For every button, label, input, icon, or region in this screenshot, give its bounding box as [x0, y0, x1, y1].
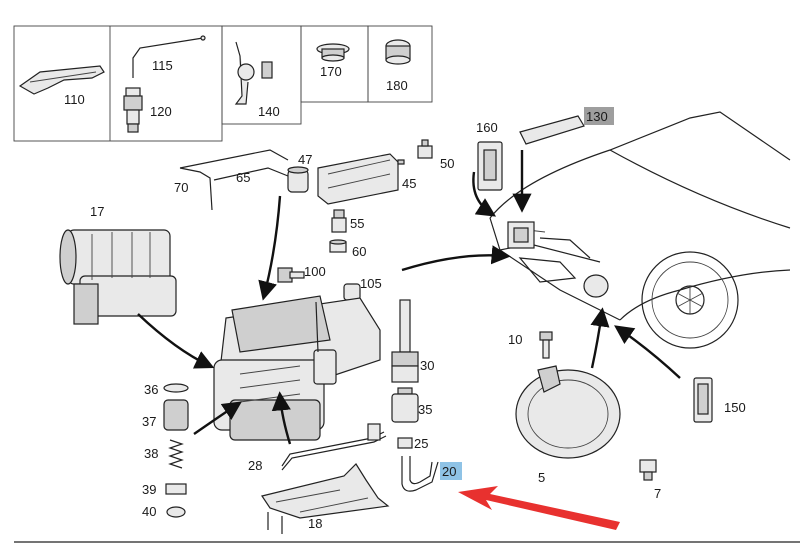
label-45[interactable]: 45	[402, 176, 416, 191]
part-140-clip[interactable]	[234, 41, 273, 105]
label-40[interactable]: 40	[142, 504, 156, 519]
label-28[interactable]: 28	[248, 458, 262, 473]
label-30[interactable]: 30	[420, 358, 434, 373]
part-40-nut[interactable]	[166, 506, 186, 518]
highlight-20	[440, 462, 462, 480]
part-37-bushing[interactable]	[163, 399, 189, 431]
label-120[interactable]: 120	[150, 104, 172, 119]
label-110[interactable]: 110	[64, 92, 85, 107]
label-160[interactable]: 160	[476, 120, 498, 135]
part-35-filter[interactable]	[391, 387, 419, 423]
label-47[interactable]: 47	[298, 152, 312, 167]
label-10[interactable]: 10	[508, 332, 522, 347]
label-100[interactable]: 100	[304, 264, 326, 279]
label-38[interactable]: 38	[144, 446, 158, 461]
part-55-valve[interactable]	[331, 209, 347, 233]
part-180-bush[interactable]	[385, 39, 411, 65]
part-60-mount[interactable]	[329, 239, 347, 253]
label-37[interactable]: 37	[142, 414, 156, 429]
part-7-valve[interactable]	[639, 459, 657, 481]
car-front-outline	[489, 111, 791, 349]
part-10-bolt[interactable]	[539, 331, 553, 359]
label-39[interactable]: 39	[142, 482, 156, 497]
part-20-hose[interactable]	[401, 456, 439, 492]
label-180[interactable]: 180	[386, 78, 408, 93]
part-110-bracket[interactable]	[18, 65, 105, 95]
label-140[interactable]: 140	[258, 104, 280, 119]
label-20[interactable]: 20	[442, 464, 456, 479]
part-5-air-tank[interactable]	[515, 365, 621, 459]
part-25-clamp[interactable]	[397, 437, 413, 449]
part-30-damper[interactable]	[391, 299, 419, 383]
highlight-130	[584, 107, 614, 125]
part-105-nut[interactable]	[343, 283, 361, 301]
part-36-washer[interactable]	[163, 383, 189, 393]
leader-arrows	[137, 150, 681, 445]
label-115[interactable]: 115	[152, 58, 173, 73]
part-150-sensor[interactable]	[693, 377, 713, 423]
label-17[interactable]: 17	[90, 204, 104, 219]
part-115-rod[interactable]	[132, 35, 206, 78]
part-level-sensor[interactable]	[507, 221, 535, 249]
part-130-sleeve[interactable]	[519, 115, 585, 145]
part-120-valve[interactable]	[123, 87, 143, 133]
part-170-grommet[interactable]	[316, 43, 350, 62]
part-160-relay[interactable]	[477, 141, 503, 191]
label-18[interactable]: 18	[308, 516, 322, 531]
part-100-bolt[interactable]	[277, 267, 305, 283]
label-65[interactable]: 65	[236, 170, 250, 185]
label-60[interactable]: 60	[352, 244, 366, 259]
label-35[interactable]: 35	[418, 402, 432, 417]
part-47-cap[interactable]	[287, 166, 309, 193]
red-pointer-arrow	[458, 486, 620, 530]
label-170[interactable]: 170	[320, 64, 342, 79]
label-150[interactable]: 150	[724, 400, 746, 415]
part-50-sensor[interactable]	[417, 139, 433, 159]
part-17-compressor[interactable]	[59, 229, 177, 325]
label-130[interactable]: 130	[586, 109, 608, 124]
label-105[interactable]: 105	[360, 276, 382, 291]
label-25[interactable]: 25	[414, 436, 428, 451]
part-labels: 110 115 120 140 170 180 160 130 47 70 65…	[64, 58, 746, 531]
label-50[interactable]: 50	[440, 156, 454, 171]
label-5[interactable]: 5	[538, 470, 545, 485]
label-55[interactable]: 55	[350, 216, 364, 231]
part-70-pipe[interactable]	[179, 149, 289, 211]
compressor-assembly[interactable]	[213, 295, 381, 441]
part-18-bracket[interactable]	[261, 463, 390, 534]
part-65-pipe[interactable]	[213, 167, 289, 181]
label-70[interactable]: 70	[174, 180, 188, 195]
label-7[interactable]: 7	[654, 486, 661, 501]
part-38-spring[interactable]	[168, 439, 184, 469]
label-36[interactable]: 36	[144, 382, 158, 397]
part-39-washer[interactable]	[165, 483, 187, 495]
top-parts-frame	[13, 25, 433, 142]
part-28-line[interactable]	[281, 423, 387, 471]
part-45-valve-block[interactable]	[317, 153, 405, 205]
